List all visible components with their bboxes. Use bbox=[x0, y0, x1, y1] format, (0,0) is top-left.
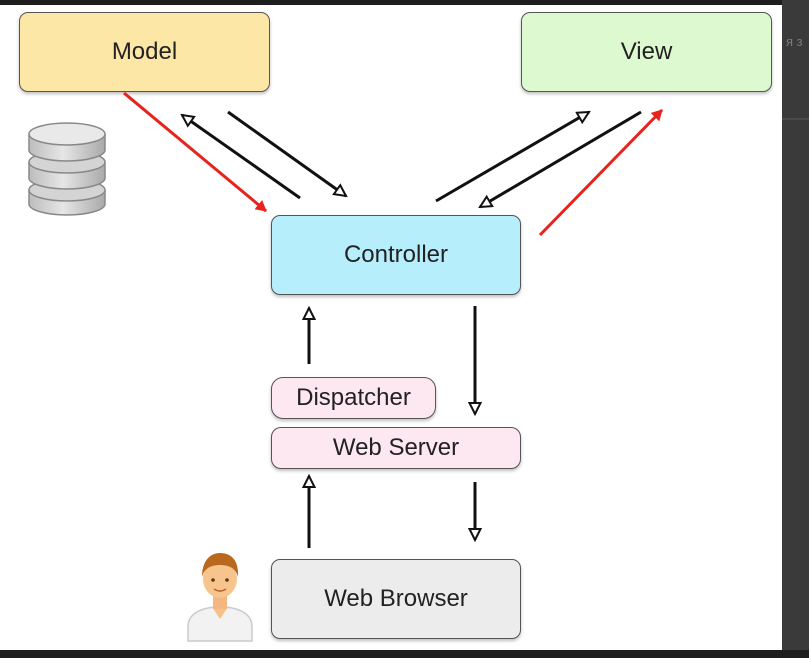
view-box: View bbox=[521, 12, 772, 92]
background-window-text: я з bbox=[786, 34, 803, 49]
arrow-controller-to-view-red bbox=[538, 108, 664, 237]
model-label: Model bbox=[111, 38, 178, 65]
web-server-box: Web Server bbox=[271, 427, 521, 469]
dispatcher-label: Dispatcher bbox=[296, 384, 411, 411]
diagram-canvas: Model View Controller Dispatcher Web Ser… bbox=[0, 5, 782, 650]
arrow-model-to-controller-red bbox=[123, 91, 267, 213]
web-browser-label: Web Browser bbox=[324, 585, 468, 612]
view-label: View bbox=[620, 38, 673, 65]
user-icon bbox=[187, 553, 253, 642]
web-server-label: Web Server bbox=[332, 434, 460, 461]
model-box: Model bbox=[19, 12, 270, 92]
arrow-model-to-controller bbox=[227, 110, 346, 196]
arrow-controller-to-model bbox=[182, 115, 301, 200]
controller-label: Controller bbox=[343, 241, 449, 268]
arrow-controller-to-view bbox=[435, 110, 589, 203]
web-browser-box: Web Browser bbox=[271, 559, 521, 639]
arrow-view-to-controller bbox=[480, 110, 642, 209]
controller-box: Controller bbox=[271, 215, 521, 295]
background-window-divider bbox=[782, 118, 809, 120]
database-icon bbox=[28, 122, 106, 216]
window-top-bar bbox=[0, 0, 809, 5]
window-bottom-bar bbox=[0, 650, 809, 658]
dispatcher-box: Dispatcher bbox=[271, 377, 436, 419]
background-window-strip: я з bbox=[782, 0, 809, 658]
